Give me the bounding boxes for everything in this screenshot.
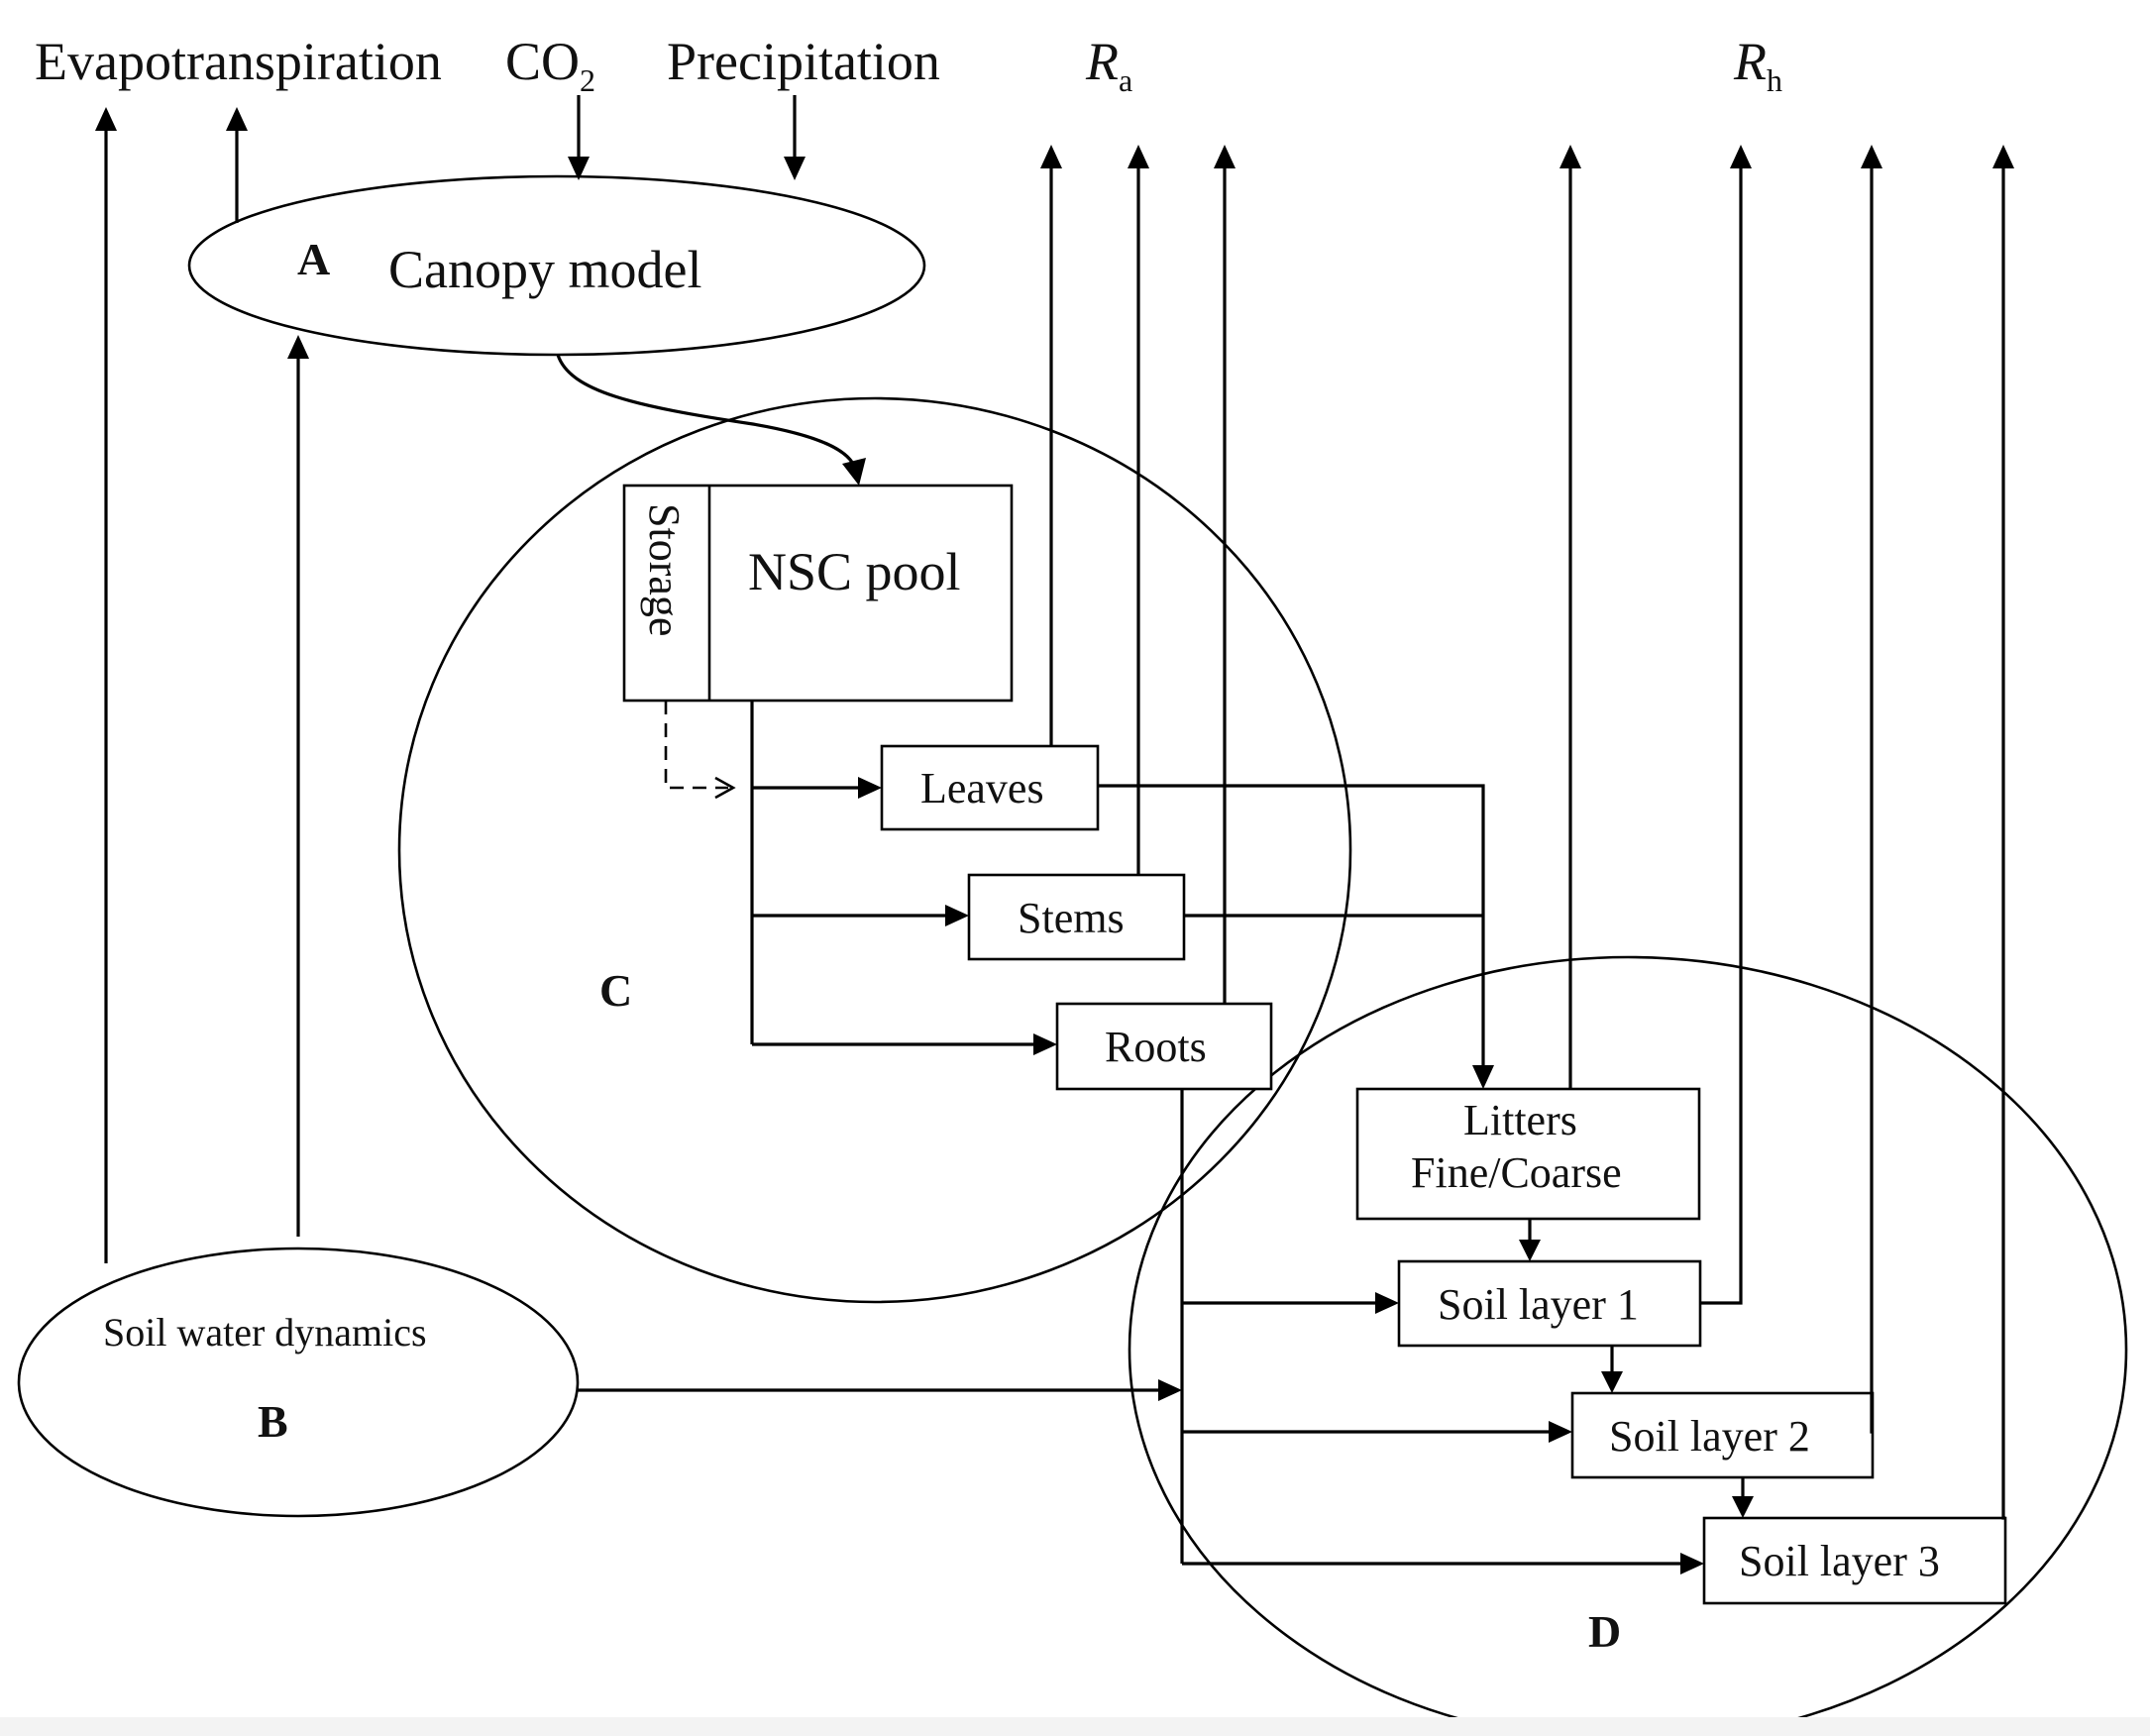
nsc-to-leaves-arrow — [858, 777, 882, 799]
precipitation-label: Precipitation — [667, 32, 940, 91]
ra-leaves-arrow — [1040, 145, 1062, 168]
module-c-letter: C — [599, 965, 632, 1016]
rh-soil3-arrow — [1992, 145, 2014, 168]
soil-layer-3-box — [1702, 1516, 2007, 1605]
evap-arrow-a — [226, 107, 248, 131]
nsc-pool-label: NSC pool — [748, 542, 961, 601]
rh-soil2-line — [1870, 166, 1874, 1434]
rh-soil3-line — [2001, 166, 2005, 1520]
storage-dashed-arrowhead — [714, 776, 736, 800]
rh-soil2-arrow — [1861, 145, 1882, 168]
storage-label: Storage — [640, 503, 689, 636]
soil-layer-2-label: Soil layer 2 — [1609, 1412, 1810, 1461]
ra-stems-arrow — [1128, 145, 1149, 168]
soil2-to-soil3-arrow — [1732, 1496, 1754, 1518]
litters-to-soil1-arrow — [1519, 1240, 1541, 1261]
rh-litters-arrow — [1559, 145, 1581, 168]
rh-label: Rh — [1733, 32, 1782, 98]
soil1-to-soil2-arrow — [1601, 1371, 1623, 1393]
roots-to-soil2-arrow — [1549, 1421, 1572, 1443]
nsc-pool-box — [622, 484, 1014, 703]
litters-label-line2: Fine/Coarse — [1411, 1148, 1622, 1197]
soil-layer-1-box — [1397, 1259, 1702, 1348]
module-b-letter: B — [258, 1396, 288, 1447]
module-a-letter: A — [297, 234, 330, 284]
litters-input-arrow — [1472, 1065, 1494, 1089]
bottom-strip — [0, 1717, 2150, 1736]
evapotranspiration-label: Evapotranspiration — [35, 32, 442, 91]
module-c-circle — [397, 396, 1352, 1304]
stems-box — [967, 873, 1186, 961]
soil-layer-2-box — [1570, 1391, 1875, 1479]
rh-soil1-arrow — [1730, 145, 1752, 168]
b-to-a-arrow — [287, 335, 309, 359]
leaves-label: Leaves — [920, 764, 1044, 813]
leaves-to-litters-line — [1098, 784, 1485, 1067]
storage-dashed-line — [664, 701, 728, 790]
ra-label: Ra — [1085, 32, 1132, 98]
co2-arrow — [568, 157, 590, 180]
rh-soil1-line — [1700, 166, 1743, 1305]
canopy-to-nsc-curve — [556, 354, 856, 467]
soil-water-dynamics-ellipse — [17, 1247, 580, 1518]
canopy-model-ellipse — [187, 174, 926, 357]
roots-label: Roots — [1105, 1023, 1207, 1071]
co2-label: CO2 — [505, 32, 595, 98]
soil-water-dynamics-label: Soil water dynamics — [103, 1310, 427, 1355]
stems-label: Stems — [1018, 894, 1125, 942]
litters-label-line1: Litters — [1463, 1096, 1577, 1144]
soil-layer-3-label: Soil layer 3 — [1739, 1537, 1940, 1585]
module-d-letter: D — [1588, 1606, 1621, 1657]
b-to-soil-arrow — [1158, 1379, 1182, 1401]
nsc-to-roots-arrow — [1033, 1033, 1057, 1055]
ra-roots-arrow — [1214, 145, 1236, 168]
roots-box — [1055, 1002, 1273, 1091]
roots-to-soil1-arrow — [1375, 1292, 1399, 1314]
canopy-to-nsc-arrow — [842, 458, 866, 486]
litters-box — [1355, 1087, 1701, 1221]
evap-arrow-b — [95, 107, 117, 131]
roots-to-soil3-arrow — [1680, 1553, 1704, 1574]
nsc-to-stems-arrow — [945, 905, 969, 926]
precip-arrow — [784, 157, 806, 180]
module-d-circle — [1128, 955, 2128, 1736]
soil-layer-1-label: Soil layer 1 — [1438, 1280, 1639, 1329]
canopy-model-label: Canopy model — [388, 240, 701, 299]
